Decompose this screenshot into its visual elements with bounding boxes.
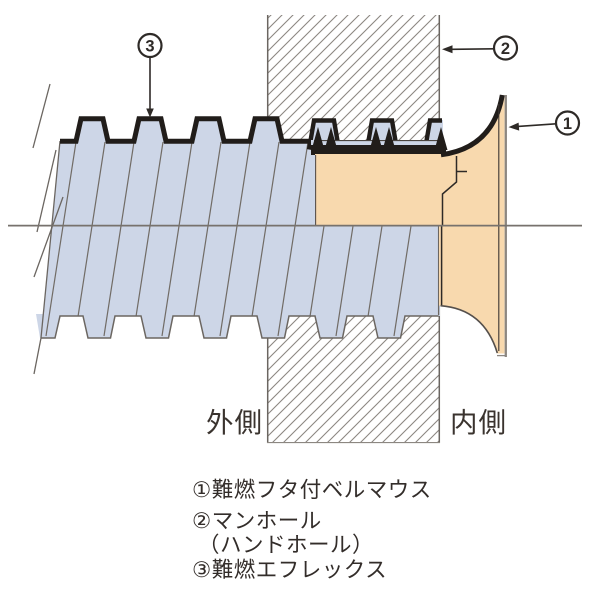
- flare-lower-fill: [439, 225, 505, 354]
- legend-line-1: ①難燃フタ付ベルマウス: [192, 478, 432, 502]
- legend-line-2: ②マンホール: [192, 509, 322, 533]
- callout-1-leader: [517, 123, 557, 128]
- flare-upper-fill: [441, 95, 505, 226]
- legend-line-4: ③難燃エフレックス: [192, 558, 387, 582]
- sleeve-body-upper: [315, 154, 442, 226]
- flare-lower-curve: [440, 304, 499, 354]
- legend-line-3: （ハンドホール）: [198, 533, 374, 557]
- pipe-break-marks: [32, 83, 64, 375]
- callout-1-circle: [554, 110, 581, 136]
- callout-3: 3: [137, 32, 163, 118]
- bellmouth-sleeve: [311, 127, 448, 226]
- corrugated-pipe: [32, 83, 443, 375]
- lid-seam: [440, 156, 467, 305]
- legend: ①難燃フタ付ベルマウス ②マンホール （ハンドホール） ③難燃エフレックス: [192, 478, 432, 582]
- callout-1-number: 1: [563, 115, 572, 133]
- callout-3-number: 3: [145, 38, 154, 56]
- label-inside: 内側: [450, 407, 507, 438]
- callout-3-arrowhead: [146, 108, 154, 118]
- pipe-bottom-profile: [41, 315, 439, 339]
- sleeve-grip-teeth: [311, 127, 448, 150]
- pipe-top-bumps: [76, 119, 443, 150]
- callout-2: 2: [442, 35, 519, 61]
- callout-2-arrowhead: [442, 45, 453, 54]
- flare-upper-curve: [440, 94, 505, 158]
- callout-2-circle: [492, 35, 519, 61]
- pipe-bottom-bumps: [36, 314, 405, 338]
- pipe-bumps-in-wall: [306, 118, 442, 150]
- callout-2-leader: [451, 48, 495, 51]
- label-outside: 外側: [206, 407, 263, 438]
- callout-2-number: 2: [501, 40, 510, 58]
- pipe-top-profile: [60, 116, 312, 144]
- callout-1: 1: [508, 110, 581, 136]
- callout-1-arrowhead: [508, 122, 520, 131]
- callout-3-circle: [137, 32, 163, 59]
